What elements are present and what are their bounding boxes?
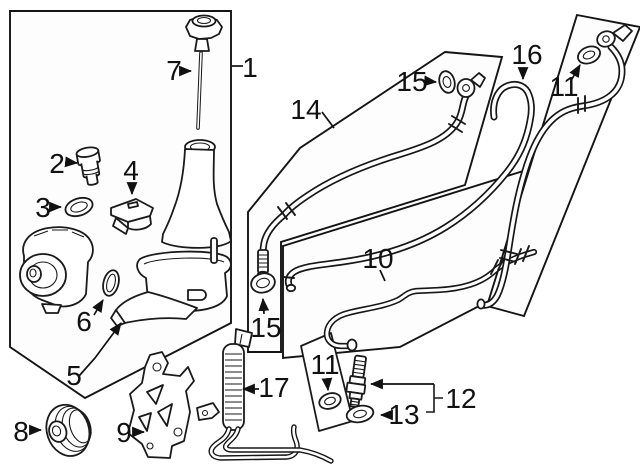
callout-labels: 1 2 3 4 5 6 7 8 9 10 11 11 12 13 14 15 1… [13, 39, 578, 448]
hose-11-drawing [476, 24, 633, 310]
clip-4-drawing [110, 198, 154, 235]
dipstick-drawing [196, 51, 203, 130]
callout-4[interactable]: 4 [123, 155, 139, 186]
callout-14[interactable]: 14 [290, 94, 321, 125]
callout-2[interactable]: 2 [49, 148, 65, 179]
callout-16[interactable]: 16 [511, 39, 542, 70]
drain-plug-drawing [75, 146, 101, 186]
o-ring-3-drawing [64, 196, 94, 218]
callout-10[interactable]: 10 [362, 243, 393, 274]
group-box-hose-14 [247, 51, 504, 353]
reservoir-cap-drawing [185, 14, 223, 52]
cooler-drawing [196, 328, 334, 464]
callout-6[interactable]: 6 [76, 306, 92, 337]
pulley-drawing [45, 403, 92, 457]
callout-12[interactable]: 12 [445, 383, 476, 414]
pipe-16-drawing [282, 80, 535, 293]
reservoir-drawing [110, 139, 232, 327]
pipe-10-drawing [323, 245, 538, 352]
callout-7[interactable]: 7 [166, 55, 182, 86]
callout-9[interactable]: 9 [116, 417, 132, 448]
callout-15-top[interactable]: 15 [396, 66, 427, 97]
callout-1[interactable]: 1 [242, 52, 258, 83]
callout-8[interactable]: 8 [13, 416, 29, 447]
callout-11-top[interactable]: 11 [549, 71, 578, 102]
seal-13-drawing [345, 404, 375, 424]
o-ring-11-drawing [318, 392, 342, 410]
o-ring-6-drawing [102, 269, 120, 297]
callout-17[interactable]: 17 [258, 372, 289, 403]
callout-13[interactable]: 13 [388, 399, 419, 430]
callout-15-left[interactable]: 15 [250, 312, 281, 343]
stud-12-drawing [345, 354, 367, 409]
seal-11-drawing [577, 45, 601, 65]
callout-11-bottom[interactable]: 11 [310, 349, 339, 380]
callout-5[interactable]: 5 [66, 360, 82, 391]
callout-leaders [29, 64, 581, 438]
seal-15-top-drawing [438, 70, 456, 94]
pump-drawing [19, 226, 94, 314]
seal-15-left-drawing [250, 272, 276, 294]
hose-14-drawing [257, 72, 486, 278]
callout-3[interactable]: 3 [35, 192, 51, 223]
